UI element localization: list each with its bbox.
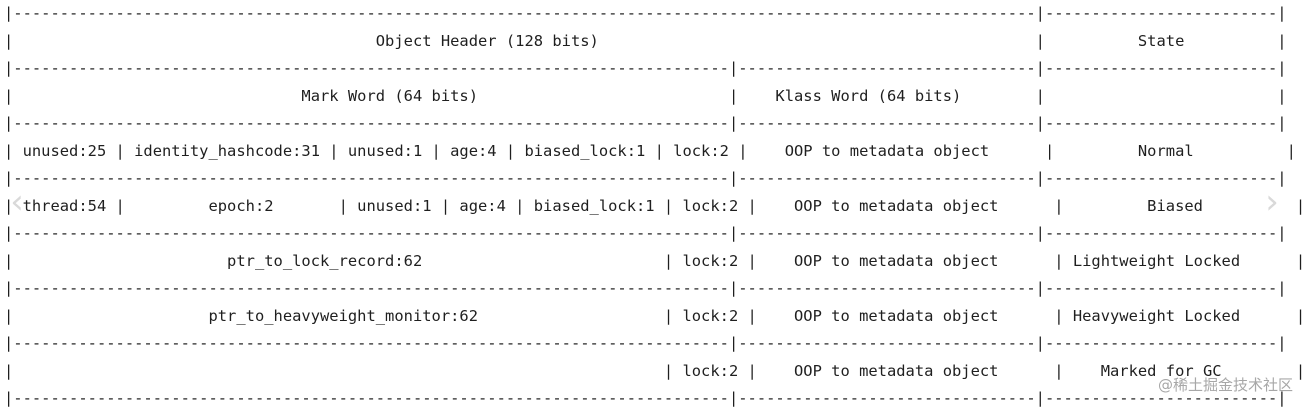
table-line-7: | thread:54 | epoch:2 | unused:1 | age:4… [4, 196, 1306, 215]
table-line-3: | Mark Word (64 bits) | Klass Word (64 b… [4, 86, 1287, 105]
table-line-9: | ptr_to_lock_record:62 | lock:2 | OOP t… [4, 251, 1306, 270]
table-line-10: |---------------------------------------… [4, 279, 1287, 297]
table-line-13: | | lock:2 | OOP to metadata object | Ma… [4, 361, 1306, 380]
object-header-layout-table: |---------------------------------------… [4, 0, 1305, 413]
table-line-6: |---------------------------------------… [4, 169, 1287, 187]
table-line-5: | unused:25 | identity_hashcode:31 | unu… [4, 141, 1296, 160]
table-line-12: |---------------------------------------… [4, 334, 1287, 352]
table-line-8: |---------------------------------------… [4, 224, 1287, 242]
next-image-arrow-icon[interactable]: › [1265, 182, 1279, 222]
watermark: @稀土掘金技术社区 [1157, 376, 1293, 394]
table-line-11: | ptr_to_heavyweight_monitor:62 | lock:2… [4, 306, 1306, 325]
table-line-0: |---------------------------------------… [4, 4, 1287, 22]
previous-image-arrow-icon[interactable]: ‹ [10, 182, 24, 222]
table-line-2: |---------------------------------------… [4, 59, 1287, 77]
table-line-4: |---------------------------------------… [4, 114, 1287, 132]
table-line-1: | Object Header (128 bits) | State | [4, 31, 1287, 50]
table-line-14: |---------------------------------------… [4, 389, 1287, 407]
